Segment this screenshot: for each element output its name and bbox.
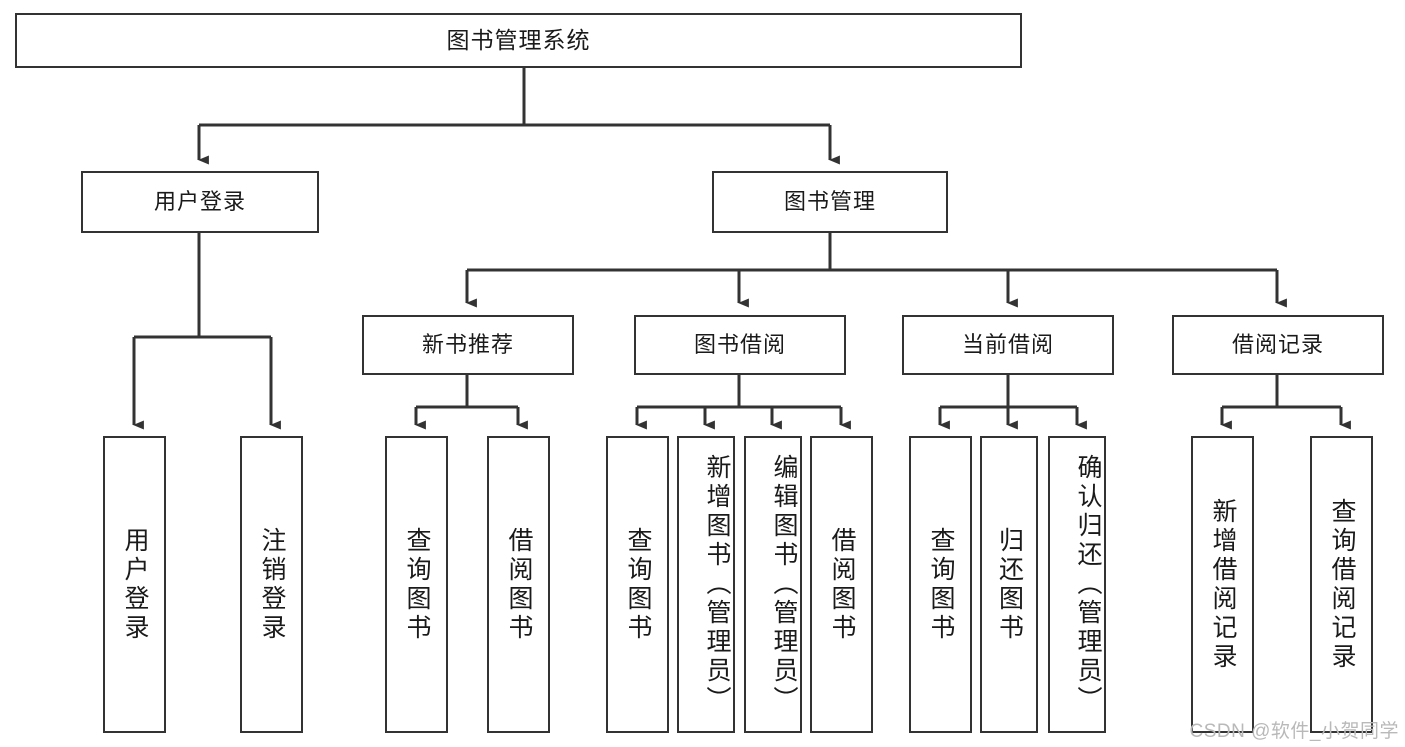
- node-label: 新增图书（管理员）: [703, 454, 731, 715]
- node-borrow-record[interactable]: 借阅记录: [1172, 315, 1384, 375]
- leaf-borrow-edit-book-admin[interactable]: 编辑图书（管理员）: [744, 436, 802, 733]
- node-label: 查询借阅记录: [1328, 497, 1356, 672]
- node-label: 用户登录: [153, 188, 246, 214]
- node-label: 确认归还（管理员）: [1074, 454, 1102, 715]
- leaf-current-return-book[interactable]: 归还图书: [980, 436, 1038, 733]
- leaf-current-query-book[interactable]: 查询图书: [909, 436, 972, 733]
- leaf-user-logout[interactable]: 注销登录: [240, 436, 303, 733]
- node-label: 图书管理系统: [446, 26, 591, 53]
- node-label: 新书推荐: [421, 331, 514, 357]
- node-label: 当前借阅: [961, 331, 1054, 357]
- node-book-borrow[interactable]: 图书借阅: [634, 315, 846, 375]
- node-label: 查询图书: [927, 526, 955, 643]
- node-label: 借阅图书: [828, 526, 856, 643]
- node-label: 图书借阅: [693, 331, 786, 357]
- node-label: 查询图书: [403, 526, 431, 643]
- leaf-borrow-borrow-book[interactable]: 借阅图书: [810, 436, 873, 733]
- node-label: 新增借阅记录: [1209, 497, 1237, 672]
- node-label: 归还图书: [995, 526, 1024, 643]
- watermark-csdn: CSDN @软件_小贺同学: [1189, 721, 1399, 742]
- node-label: 查询图书: [624, 526, 652, 643]
- node-current-borrow[interactable]: 当前借阅: [902, 315, 1114, 375]
- leaf-borrow-add-book-admin[interactable]: 新增图书（管理员）: [677, 436, 735, 733]
- node-book-management[interactable]: 图书管理: [712, 171, 948, 233]
- node-label: 图书管理: [783, 188, 876, 214]
- node-label: 用户登录: [121, 526, 149, 643]
- leaf-borrow-query-book[interactable]: 查询图书: [606, 436, 669, 733]
- leaf-recommend-borrow-book[interactable]: 借阅图书: [487, 436, 550, 733]
- leaf-record-add-borrow-record[interactable]: 新增借阅记录: [1191, 436, 1254, 733]
- node-root-system[interactable]: 图书管理系统: [15, 13, 1022, 68]
- node-new-book-recommend[interactable]: 新书推荐: [362, 315, 574, 375]
- leaf-recommend-query-book[interactable]: 查询图书: [385, 436, 448, 733]
- node-label: 编辑图书（管理员）: [770, 454, 798, 715]
- leaf-user-login[interactable]: 用户登录: [103, 436, 166, 733]
- node-label: 注销登录: [258, 526, 286, 643]
- leaf-record-query-borrow-record[interactable]: 查询借阅记录: [1310, 436, 1373, 733]
- node-user-login[interactable]: 用户登录: [81, 171, 319, 233]
- node-label: 借阅图书: [505, 526, 533, 643]
- leaf-current-confirm-return-admin[interactable]: 确认归还（管理员）: [1048, 436, 1106, 733]
- node-label: 借阅记录: [1231, 331, 1324, 357]
